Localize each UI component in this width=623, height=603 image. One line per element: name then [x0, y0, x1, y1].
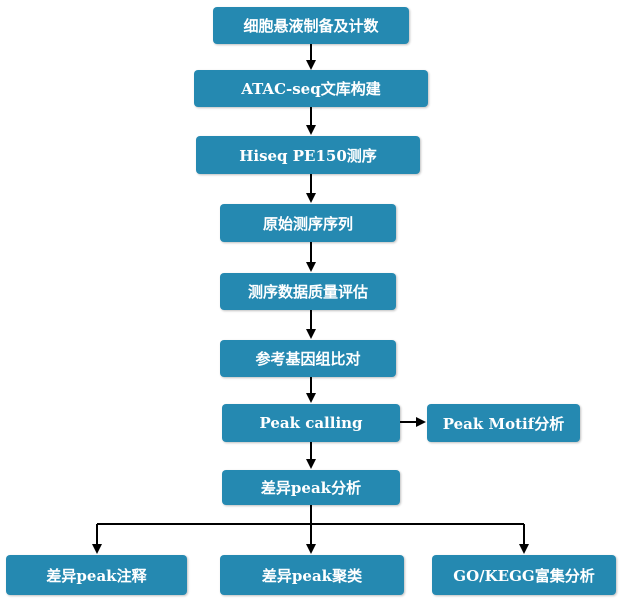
step-enrichment: GO/KEGG富集分析	[432, 555, 616, 595]
step-peak-motif: Peak Motif分析	[427, 404, 580, 442]
step-clustering: 差异peak聚类	[220, 555, 404, 595]
step-diff-peak: 差异peak分析	[222, 470, 400, 505]
step-peak-calling: Peak calling	[222, 404, 400, 442]
step-alignment: 参考基因组比对	[220, 340, 396, 377]
step-annotation: 差异peak注释	[6, 555, 187, 595]
step-cell-prep: 细胞悬液制备及计数	[213, 7, 409, 44]
step-sequencing: Hiseq PE150测序	[196, 136, 420, 174]
step-raw-reads: 原始测序序列	[220, 204, 396, 242]
step-library: ATAC-seq文库构建	[194, 70, 428, 107]
step-qc: 测序数据质量评估	[220, 273, 396, 310]
